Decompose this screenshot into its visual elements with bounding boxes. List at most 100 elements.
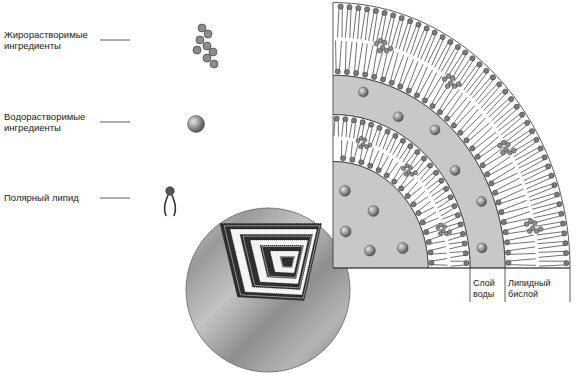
lipid-tail <box>533 206 560 214</box>
lipid-tail <box>430 247 446 251</box>
lipid-tail <box>421 32 434 59</box>
fat-soluble-ingredient <box>374 41 379 46</box>
lipid-tail <box>409 187 422 198</box>
lipid-head <box>497 82 502 87</box>
fat-soluble-ingredient <box>377 48 382 53</box>
lipid-head <box>398 84 403 89</box>
water-soluble-icon <box>188 116 205 133</box>
lipid-tail <box>427 179 440 189</box>
fat-soluble-icon <box>203 42 211 50</box>
lipid-tail <box>508 264 536 266</box>
lipid-head <box>546 164 551 169</box>
fat-soluble-icon <box>198 24 206 32</box>
fat-soluble-ingredient <box>448 230 452 234</box>
water-band <box>333 75 505 268</box>
lipid-tail <box>365 10 368 41</box>
water-soluble-ingredient <box>393 112 403 122</box>
lipid-head <box>451 123 456 128</box>
lipid-tail <box>390 137 397 153</box>
lipid-tail <box>448 52 464 77</box>
lipid-tail <box>361 9 366 39</box>
lipid-tail <box>536 222 563 227</box>
lipid-tail <box>539 255 566 257</box>
lipid-tail <box>402 178 414 190</box>
lipid-tail <box>385 159 393 175</box>
lipid-tail <box>415 67 427 95</box>
lipid-tail <box>369 148 374 165</box>
lipid-tail <box>538 241 565 243</box>
lipid-head <box>392 179 397 184</box>
lipid-tail <box>431 79 445 105</box>
lipid-tail <box>407 61 418 89</box>
lipid-head <box>477 62 482 67</box>
lipid-tail <box>351 142 353 160</box>
lipid-tail <box>346 119 348 137</box>
lipid-tail <box>385 51 394 80</box>
lipid-head <box>408 19 413 24</box>
lipid-tail <box>334 119 335 137</box>
lipid-tail <box>537 232 564 235</box>
lipid-tail <box>379 131 386 147</box>
lipid-tail <box>477 137 499 156</box>
lipid-tail <box>486 157 510 173</box>
fat-soluble-icon <box>210 60 218 68</box>
lipid-tail <box>338 119 339 137</box>
lipid-tail <box>527 177 553 189</box>
lipid-head <box>464 138 469 143</box>
lipid-tail <box>458 59 474 84</box>
lipid-tail <box>372 151 379 167</box>
lipid-tail <box>538 245 565 249</box>
lipid-head <box>505 250 510 255</box>
lipid-head <box>496 200 501 205</box>
lipid-tail <box>358 43 363 73</box>
lipid-tail <box>414 197 428 206</box>
lipid-head <box>444 116 449 121</box>
lipid-head <box>463 50 468 55</box>
lipid-head <box>406 88 411 93</box>
lipid-tail <box>403 22 411 51</box>
lipid-head <box>399 15 404 20</box>
lipid-tail <box>503 212 529 221</box>
onion-layer-edge <box>271 252 298 273</box>
lipid-head <box>439 178 444 183</box>
lipid-head <box>373 8 378 13</box>
lipid-tail <box>449 245 465 249</box>
lipid-tail <box>497 108 518 128</box>
lipid-tail <box>495 178 520 191</box>
lipid-tail <box>350 7 351 38</box>
lipid-tail <box>377 153 383 170</box>
lipid-head <box>411 202 416 207</box>
lipid-tail <box>345 41 347 72</box>
lipid-tail <box>445 223 461 228</box>
lipid-head <box>501 220 506 225</box>
lipid-tail <box>417 164 429 176</box>
lipid-tail <box>423 218 438 224</box>
lipid-tail <box>507 242 534 245</box>
lipid-head <box>376 168 381 173</box>
lipid-tail <box>498 189 523 201</box>
lipid-head <box>529 129 534 134</box>
lipid-tail <box>369 11 375 41</box>
fat-soluble-icon <box>204 30 212 38</box>
lipid-head <box>380 77 385 82</box>
lipid-tail <box>499 195 525 204</box>
lipid-head <box>391 13 396 18</box>
lipid-tail <box>393 55 403 84</box>
lipid-head <box>525 120 530 125</box>
lipid-head <box>448 39 453 44</box>
water-soluble-ingredient <box>477 243 487 253</box>
lipid-head <box>428 163 433 168</box>
lipid-head <box>460 231 465 236</box>
fat-soluble-ingredient <box>445 84 450 89</box>
fat-soluble-ingredient <box>506 142 511 147</box>
lipid-tail <box>496 184 522 194</box>
lipid-tail <box>438 199 452 208</box>
fat-soluble-ingredient <box>501 150 506 155</box>
lipid-tail <box>353 8 357 39</box>
lipid-head <box>351 118 356 123</box>
lipid-head <box>542 155 547 160</box>
lipid-tail <box>434 190 447 200</box>
lipid-tail <box>473 132 496 150</box>
lipid-head <box>475 154 480 159</box>
onion-layer-edge <box>243 236 311 288</box>
